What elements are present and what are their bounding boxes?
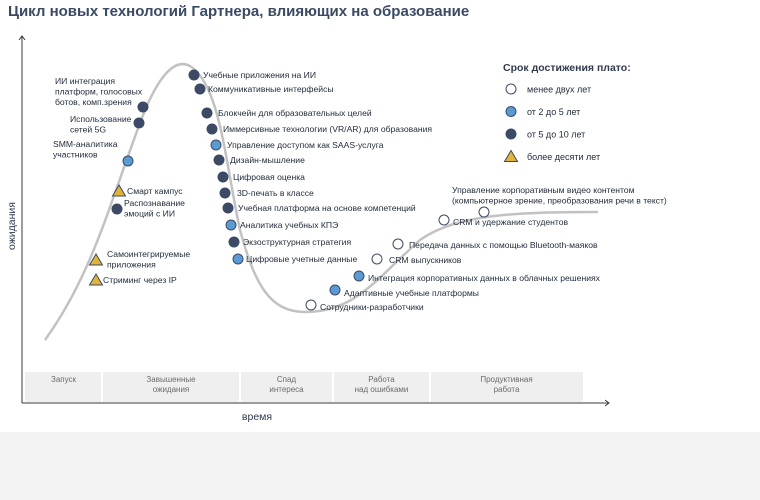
technology-label: Передача данных с помощью Bluetooth-маяк… (409, 240, 598, 250)
y-axis-label: ожидания (6, 202, 18, 250)
technology-marker (371, 253, 383, 265)
technology-marker (392, 238, 404, 250)
technology-label: Распознавание (124, 198, 185, 208)
technology-marker (478, 206, 490, 218)
technology-marker (222, 202, 234, 214)
legend: Срок достижения плато: менее двух лет от 2… (503, 62, 631, 162)
technology-marker (201, 107, 213, 119)
technology-marker (219, 187, 231, 199)
technology-label: Экзоструктурная стратегия (243, 237, 351, 247)
technology-label: Управление корпоративным видео контентом (452, 185, 635, 195)
legend-label: менее двух лет (527, 85, 591, 95)
legend-marker (505, 128, 517, 140)
technology-marker (210, 139, 222, 151)
phase-label: Продуктивная (480, 375, 532, 384)
technology-marker (438, 214, 450, 226)
technology-label: сетей 5G (70, 125, 106, 135)
technology-label: Цифровая оценка (233, 172, 305, 182)
technology-marker (353, 270, 365, 282)
technology-marker (206, 123, 218, 135)
technology-label: Аналитика учебных КПЭ (240, 220, 338, 230)
technology-label: 3D-печать в классе (237, 188, 314, 198)
phase-label: Запуск (51, 375, 77, 384)
technology-label: приложения (107, 260, 156, 270)
legend-marker (505, 83, 517, 95)
technology-marker (137, 101, 149, 113)
legend-label: от 2 до 5 лет (527, 107, 580, 117)
legend-label: более десяти лет (527, 152, 600, 162)
legend-marker (505, 106, 517, 117)
technology-marker (217, 171, 229, 183)
technology-label: Сотрудники-разработчики (320, 302, 424, 312)
x-axis-label: время (242, 411, 272, 423)
technology-label: Учебная платформа на основе компетенций (238, 203, 416, 213)
technology-label: CRM и удержание студентов (453, 217, 568, 227)
footer-band (0, 432, 760, 500)
technology-marker (122, 155, 134, 167)
technology-marker (194, 83, 206, 95)
technology-label: ботов, комп.зрения (55, 97, 132, 107)
technology-label: Адаптивные учебные платформы (344, 288, 479, 298)
technology-label: платформ, голосовых (55, 87, 143, 97)
technology-label: Дизайн-мышление (230, 155, 305, 165)
technology-label: Коммуникативные интерфейсы (208, 84, 334, 94)
technology-marker (188, 69, 200, 81)
technology-marker (228, 236, 240, 248)
page-title: Цикл новых технологий Гартнера, влияющих… (8, 3, 470, 20)
phase-label: Работа (368, 375, 395, 384)
technology-marker (111, 203, 123, 215)
technology-label: Управление доступом как SAAS-услуга (227, 140, 384, 150)
technology-label: Блокчейн для образовательных целей (218, 108, 372, 118)
technology-label: Учебные приложения на ИИ (203, 70, 316, 80)
technology-marker (225, 219, 237, 231)
technology-label: участников (53, 150, 98, 160)
hype-curve (43, 62, 599, 341)
legend-title: Срок достижения плато: (503, 62, 631, 74)
technology-label: Интеграция корпоративных данных в облачн… (368, 273, 601, 283)
technology-markers: Стриминг через IP Самоинтегрируемыеприлож… (53, 69, 667, 312)
technology-marker (213, 154, 225, 166)
phase-label: Спад (277, 375, 297, 384)
technology-marker (329, 284, 341, 296)
legend-marker (503, 149, 519, 162)
technology-label: Стриминг через IP (103, 275, 177, 285)
legend-label: от 5 до 10 лет (527, 130, 585, 140)
technology-marker (88, 253, 104, 266)
technology-label: (компьютерное зрение, преобразования реч… (452, 196, 667, 206)
phase-label: интереса (269, 385, 304, 394)
phase-label: Завышенные (146, 375, 196, 384)
technology-marker (133, 117, 145, 129)
technology-label: SMM-аналитика (53, 139, 118, 149)
technology-marker (232, 253, 244, 265)
phase-label: ожидания (153, 385, 190, 394)
phase-label: работа (494, 385, 520, 394)
technology-marker (111, 184, 127, 197)
technology-marker (88, 273, 104, 286)
technology-label: CRM выпускников (389, 255, 462, 265)
technology-label: эмоций с ИИ (124, 209, 175, 219)
technology-marker (305, 299, 317, 311)
technology-label: Самоинтегрируемые (107, 249, 190, 259)
technology-label: Использование (70, 114, 132, 124)
phase-label: над ошибками (355, 385, 409, 394)
technology-label: Иммерсивные технологии (VR/AR) для образ… (223, 124, 432, 134)
technology-label: ИИ интеграция (55, 76, 115, 86)
technology-label: Смарт кампус (127, 186, 183, 196)
technology-label: Цифровые учетные данные (246, 254, 357, 264)
